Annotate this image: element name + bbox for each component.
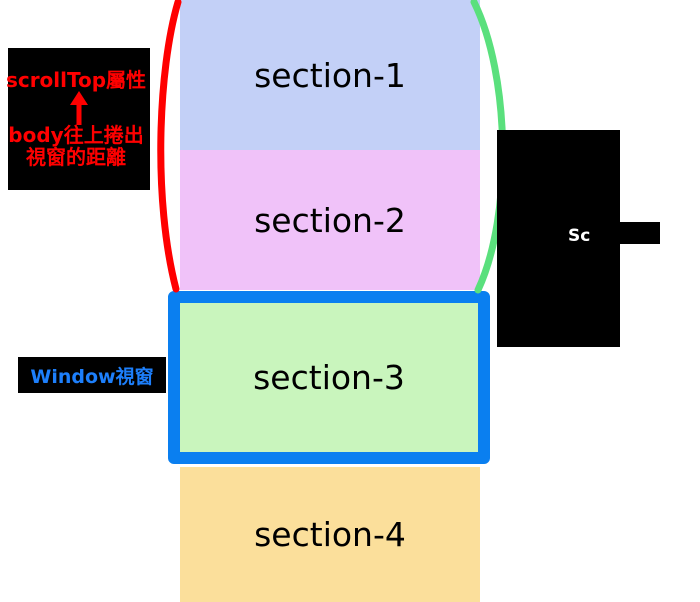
scrolltop-title: scrollTop屬性	[5, 67, 147, 92]
scrollheight-callout-label: Sc	[568, 226, 591, 246]
scrollheight-redaction-bar-lower	[568, 243, 620, 251]
section-label-1: section-1	[254, 55, 406, 95]
up-arrow-icon	[8, 91, 150, 126]
scrolltop-description-line-2: 視窗的距離	[26, 144, 126, 169]
section-label-2: section-2	[254, 200, 406, 240]
up-arrow-svg	[70, 91, 88, 126]
section-block-4: section-4	[180, 467, 480, 602]
scrolltop-callout: scrollTop屬性 body往上捲出 視窗的距離	[5, 48, 150, 190]
scrolltop-description-line-1: body往上捲出	[8, 123, 144, 148]
section-block-3: section-3	[180, 303, 478, 452]
section-label-3: section-3	[253, 358, 405, 397]
section-block-2: section-2	[180, 150, 480, 290]
window-viewport-frame: section-3	[168, 291, 490, 464]
scrollheight-redaction-bar	[590, 222, 660, 244]
red-brace-icon	[157, 0, 182, 293]
window-callout: Window視窗	[18, 357, 166, 393]
section-label-4: section-4	[254, 515, 406, 554]
section-block-1: section-1	[180, 0, 480, 150]
window-callout-label: Window視窗	[30, 365, 154, 388]
